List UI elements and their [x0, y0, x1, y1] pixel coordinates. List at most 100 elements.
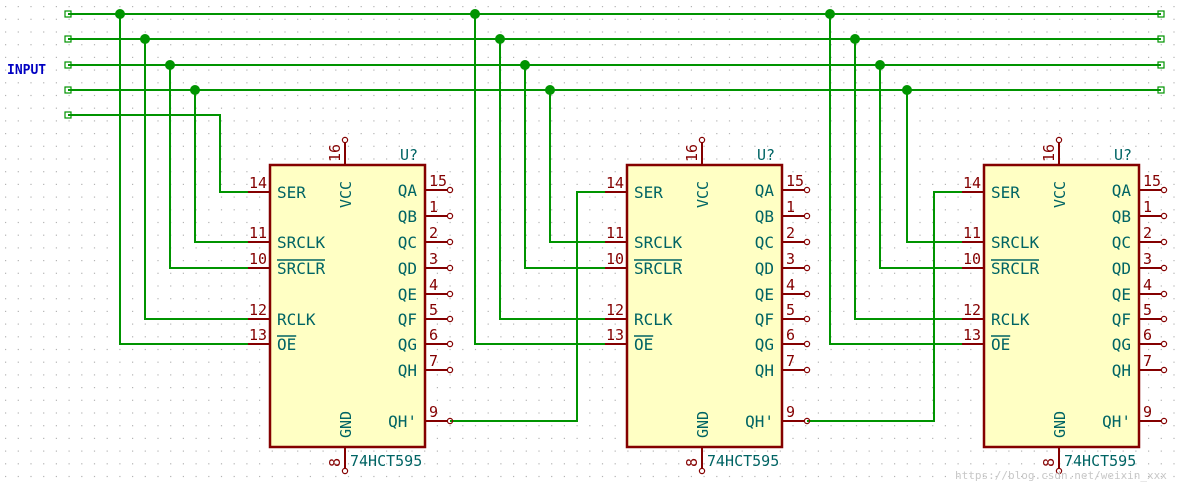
input-net-label: INPUT: [7, 63, 46, 78]
bus-terminal-right: [1157, 35, 1165, 43]
pin-end: [446, 417, 454, 425]
pin-number: 11: [249, 224, 267, 242]
pin-number: 3: [786, 250, 795, 268]
pin-number: 4: [1143, 276, 1152, 294]
pin-number: 14: [606, 174, 624, 192]
pin-name: QF: [1112, 310, 1131, 329]
pin-name: GND: [1051, 411, 1069, 438]
pin-name: QC: [1112, 233, 1131, 252]
control-wire: [829, 14, 962, 345]
junction-dot: [115, 9, 125, 19]
pin-number: 4: [786, 276, 795, 294]
pin-name: QF: [755, 310, 774, 329]
pin-number: 13: [606, 326, 624, 344]
pin-name: QG: [1112, 335, 1131, 354]
chip-reference: U?: [1114, 146, 1132, 164]
pin-number: 16: [1040, 144, 1058, 162]
bus-terminal-left: [64, 10, 72, 18]
pin-end: [698, 136, 706, 144]
control-wire: [549, 90, 605, 243]
pin-name: QA: [398, 181, 418, 200]
pin-number: 7: [429, 352, 438, 370]
control-wire: [474, 14, 605, 345]
pin-name: QH': [745, 412, 774, 431]
pin-number: 3: [429, 250, 438, 268]
pin-end: [1055, 136, 1063, 144]
control-wire: [119, 14, 248, 345]
chip-reference: U?: [757, 146, 775, 164]
wires: [64, 9, 1165, 422]
pin-end: [446, 290, 454, 298]
pin-number: 2: [1143, 224, 1152, 242]
chip-value: 74HCT595: [350, 452, 422, 470]
junction-dot: [902, 85, 912, 95]
pin-number: 15: [786, 172, 804, 190]
control-wire: [144, 39, 248, 320]
pin-number: 13: [249, 326, 267, 344]
pin-name: QD: [1112, 259, 1131, 278]
pin-number: 14: [963, 174, 981, 192]
pin-name: QC: [755, 233, 774, 252]
chip-body: [625, 163, 784, 449]
pin-number: 12: [606, 301, 624, 319]
pin-number: 11: [963, 224, 981, 242]
pin-end: [698, 467, 706, 475]
junction-dot: [545, 85, 555, 95]
control-wire: [879, 65, 962, 269]
pin-end: [803, 340, 811, 348]
pin-name: VCC: [694, 181, 712, 208]
junction-dot: [520, 60, 530, 70]
pin-number: 8: [1040, 458, 1058, 467]
pin-end: [803, 186, 811, 194]
pin-number: 7: [1143, 352, 1152, 370]
junction-dot: [850, 34, 860, 44]
pin-name: QE: [755, 285, 774, 304]
pin-end: [446, 315, 454, 323]
pin-number: 14: [249, 174, 267, 192]
pin-name: QH': [388, 412, 417, 431]
pin-end: [1055, 467, 1063, 475]
pin-name: OE: [991, 335, 1010, 354]
pin-number: 8: [326, 458, 344, 467]
pin-name: SRCLK: [634, 233, 683, 252]
pin-name: QG: [755, 335, 774, 354]
pin-number: 2: [786, 224, 795, 242]
pin-number: 8: [683, 458, 701, 467]
pin-name: QD: [755, 259, 774, 278]
pin-number: 9: [1143, 403, 1152, 421]
ser-input-wire: [68, 114, 248, 193]
pin-name: QH: [755, 361, 774, 380]
control-wire: [524, 65, 605, 269]
pin-end: [341, 467, 349, 475]
pin-number: 13: [963, 326, 981, 344]
pin-number: 16: [326, 144, 344, 162]
pin-number: 6: [1143, 326, 1152, 344]
pin-end: [803, 315, 811, 323]
junction-dot: [495, 34, 505, 44]
pin-end: [1160, 340, 1168, 348]
pin-end: [446, 264, 454, 272]
pin-name: QE: [398, 285, 417, 304]
pin-number: 10: [249, 250, 267, 268]
pin-number: 1: [786, 198, 795, 216]
pin-end: [803, 290, 811, 298]
junction-dot: [190, 85, 200, 95]
pin-end: [446, 340, 454, 348]
chip-body: [268, 163, 427, 449]
pin-number: 4: [429, 276, 438, 294]
pin-name: QH: [398, 361, 417, 380]
pin-end: [803, 264, 811, 272]
pin-end: [803, 366, 811, 374]
control-wire: [854, 39, 962, 320]
pin-name: QB: [398, 207, 417, 226]
bus-terminal-right: [1157, 61, 1165, 69]
junction-dot: [875, 60, 885, 70]
pin-number: 1: [429, 198, 438, 216]
pin-number: 9: [786, 403, 795, 421]
pin-number: 6: [786, 326, 795, 344]
pin-name: GND: [694, 411, 712, 438]
pin-end: [1160, 186, 1168, 194]
pin-name: VCC: [337, 181, 355, 208]
